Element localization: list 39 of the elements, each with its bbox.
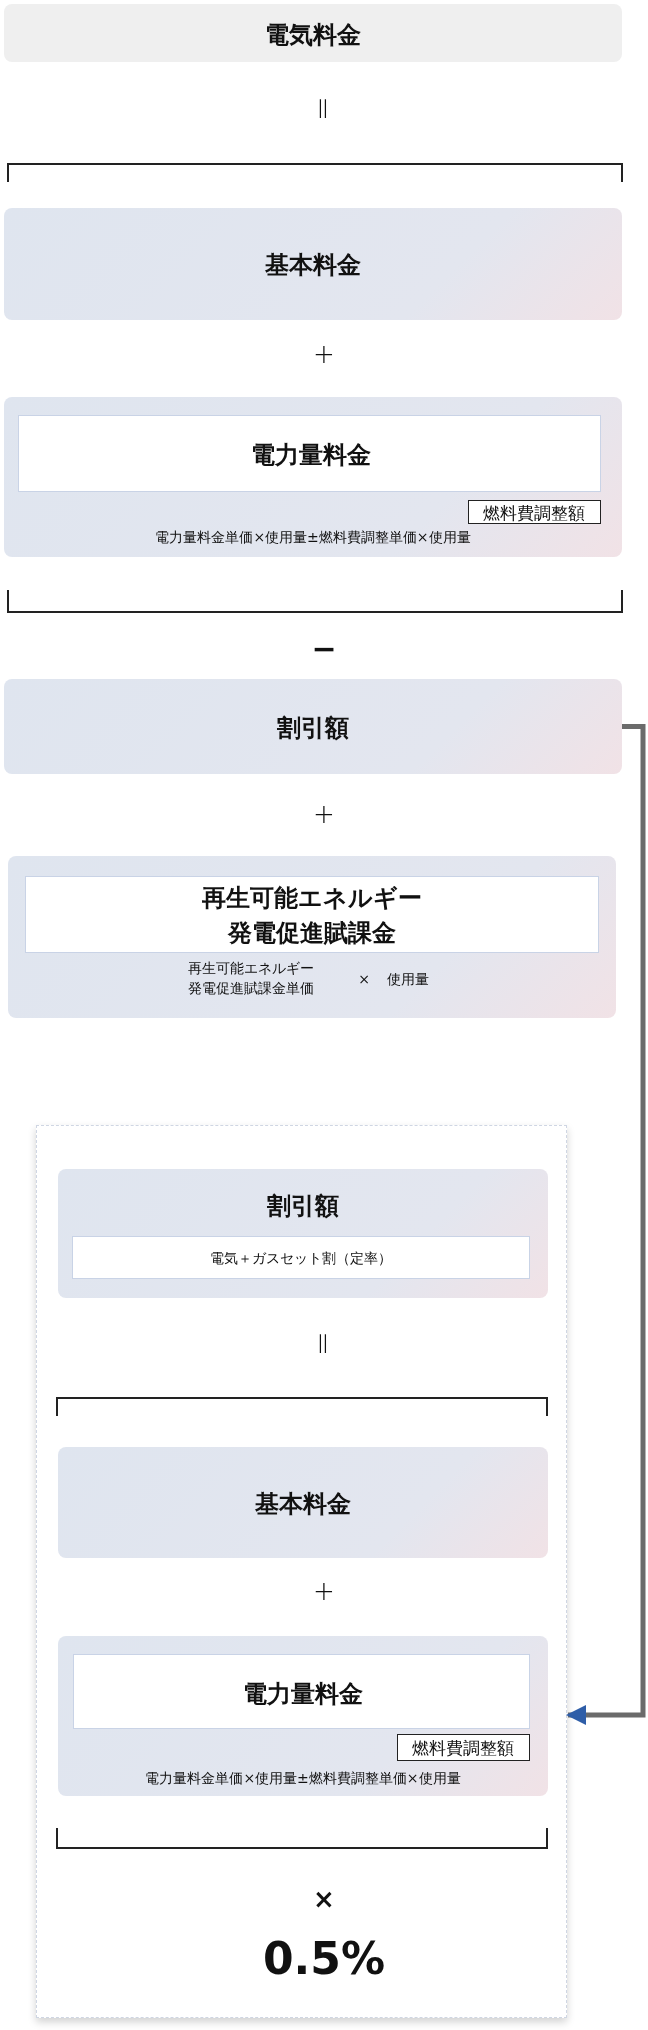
box-title: 電力量料金 <box>241 1679 364 1710</box>
box-title: 基本料金 <box>254 1489 352 1520</box>
dashed-panel <box>36 1125 567 2018</box>
discount-card <box>58 1169 548 1298</box>
tag-box <box>468 500 601 524</box>
minus-sign: − <box>311 632 337 665</box>
percentage-value: 0.5% <box>263 1935 385 1984</box>
box-title: 基本料金 <box>264 250 362 281</box>
box-title: 割引額 <box>266 1191 340 1222</box>
plus-sign: + <box>313 800 335 829</box>
highlight-box <box>18 415 601 492</box>
box-title: 電気料金 <box>264 20 362 51</box>
equals-sign: = <box>307 1330 341 1357</box>
highlight-box <box>73 1654 530 1729</box>
formula-text: 再生可能エネルギー発電促進賦課金単価 <box>188 959 314 999</box>
box-title: 電力量料金 <box>249 440 372 471</box>
formula-text: 電力量料金単価×使用量±燃料費調整単価×使用量 <box>154 528 472 547</box>
tag-text: 燃料費調整額 <box>411 1737 515 1760</box>
process-box <box>4 679 622 774</box>
connector-arrow <box>566 724 646 1725</box>
box-title: 再生可能エネルギー発電促進賦課金 <box>201 883 423 949</box>
highlight-box <box>25 876 599 953</box>
formula-panel <box>8 856 616 1018</box>
operator-text: × <box>357 970 371 989</box>
plus-sign: + <box>313 1577 335 1606</box>
box-title: 割引額 <box>276 713 350 744</box>
tag-text: 燃料費調整額 <box>482 502 586 525</box>
highlight-strip <box>72 1236 530 1279</box>
times-sign: × <box>313 1885 335 1914</box>
process-box <box>58 1447 548 1558</box>
formula-text: 使用量 <box>386 970 430 989</box>
strip-text: 電気＋ガスセット割（定率） <box>209 1249 393 1268</box>
process-box <box>4 208 622 320</box>
formula-text: 電力量料金単価×使用量±燃料費調整単価×使用量 <box>144 1769 462 1788</box>
tag-box <box>397 1734 530 1761</box>
plus-sign: + <box>313 340 335 369</box>
equals-sign: = <box>307 95 341 122</box>
formula-panel <box>58 1636 548 1796</box>
formula-panel <box>4 397 622 557</box>
